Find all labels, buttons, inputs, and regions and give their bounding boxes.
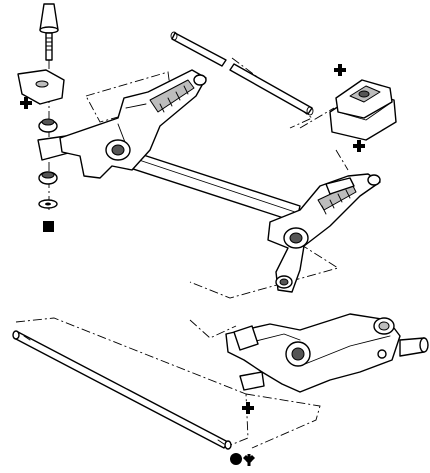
cone-cap xyxy=(39,3,59,31)
right-rubber-mount xyxy=(329,79,397,141)
guide-lower-bar xyxy=(15,317,249,447)
guide-hub-upper xyxy=(189,243,340,299)
plus-symbol-left xyxy=(20,97,32,109)
plus-symbol-mount-bottom xyxy=(353,140,365,152)
hub-carrier xyxy=(225,313,429,393)
guide-hub-lower xyxy=(189,319,237,339)
upper-torsion-bar xyxy=(170,31,314,116)
right-trailing-arm xyxy=(267,173,381,293)
plus-symbol-mount-top xyxy=(334,64,346,76)
lower-torsion-bar xyxy=(12,330,232,450)
plus-symbol-hub xyxy=(242,402,254,414)
left-mount-stack xyxy=(17,3,73,209)
guide-lower-bar-2 xyxy=(245,393,321,449)
square-symbol xyxy=(43,221,54,232)
dot-symbol xyxy=(230,453,242,465)
guide-mount-right xyxy=(299,107,349,171)
axle-beam xyxy=(59,69,381,293)
cross-star-symbol xyxy=(243,454,255,466)
threaded-stud xyxy=(45,32,53,61)
